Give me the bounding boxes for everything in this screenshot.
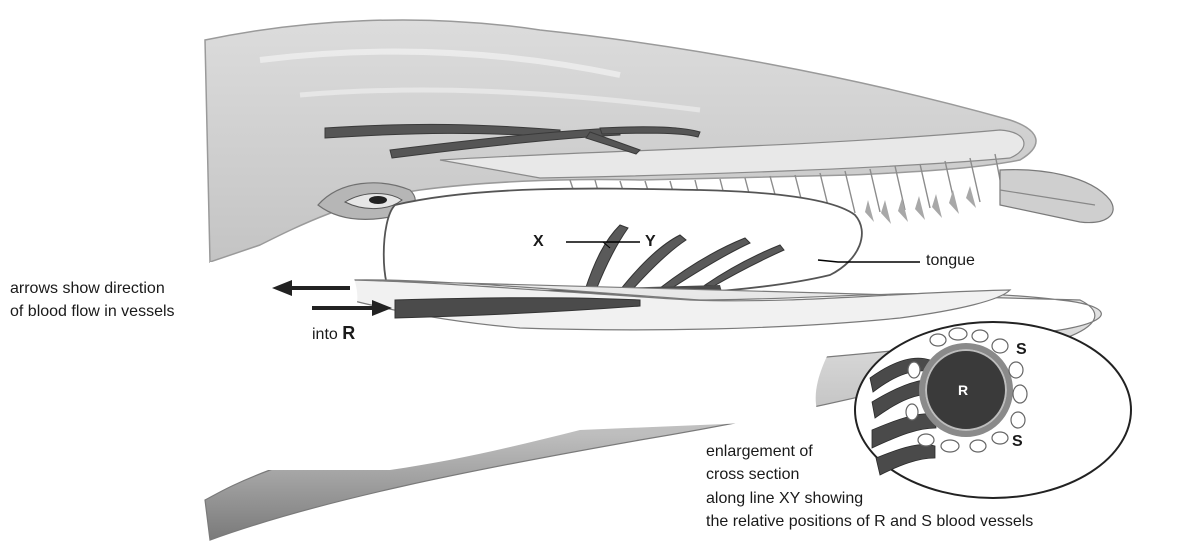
label-arrows-line1: arrows show direction bbox=[10, 279, 165, 299]
label-enlargement-line4: the relative positions of R and S blood … bbox=[706, 512, 1033, 532]
label-x: X bbox=[533, 232, 544, 252]
label-enlargement-line1: enlargement of bbox=[706, 442, 813, 462]
baleen-fringe bbox=[865, 186, 976, 224]
label-s-top: S bbox=[1016, 340, 1027, 360]
label-s-bottom: S bbox=[1012, 432, 1023, 452]
label-tongue: tongue bbox=[926, 251, 975, 271]
label-enlargement-line3: along line XY showing bbox=[706, 489, 863, 509]
label-arrows-line2: of blood flow in vessels bbox=[10, 302, 175, 322]
label-into: into bbox=[312, 326, 338, 343]
label-y: Y bbox=[645, 232, 656, 252]
label-r-small: R bbox=[958, 380, 968, 400]
enlargement-view bbox=[855, 322, 1131, 498]
label-into-r: into R bbox=[312, 323, 355, 345]
label-r-big: R bbox=[342, 323, 355, 343]
lower-jaw-tip bbox=[1000, 170, 1113, 223]
label-enlargement-line2: cross section bbox=[706, 465, 799, 485]
